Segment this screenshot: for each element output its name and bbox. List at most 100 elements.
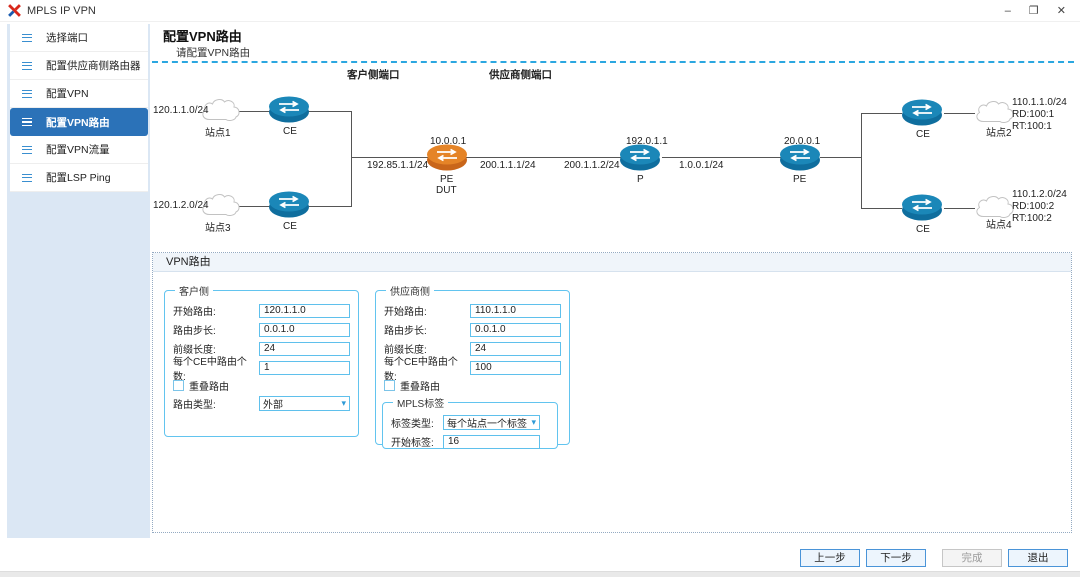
previous-step-button[interactable]: 上一步 bbox=[800, 549, 860, 567]
link-pe-p-right-label: 200.1.1.2/24 bbox=[564, 160, 620, 171]
customer-routes-per-ce-input[interactable] bbox=[259, 360, 350, 375]
start-route-label: 开始路由: bbox=[173, 307, 216, 318]
route-type-value: 外部 bbox=[263, 400, 283, 411]
link-line bbox=[308, 206, 352, 207]
sidebar-item-select-port[interactable]: 选择端口 bbox=[10, 24, 148, 52]
start-route-label: 开始路由: bbox=[384, 307, 427, 318]
link-line bbox=[228, 206, 272, 207]
link-line bbox=[944, 113, 975, 114]
customer-port-label: 客户侧端口 bbox=[347, 69, 400, 81]
window-controls: – ❐ ✕ bbox=[1005, 0, 1072, 22]
route-step-label: 路由步长: bbox=[173, 326, 216, 337]
site4-network: 110.1.2.0/24 bbox=[1012, 189, 1067, 200]
sidebar-item-label: 配置VPN流量 bbox=[46, 144, 110, 156]
provider-side-group: 供应商侧 开始路由: 路由步长: 前缀长度: 每个CE中路由个数: 重叠路由 bbox=[375, 283, 570, 449]
site4-rd: RD:100:2 bbox=[1012, 201, 1055, 212]
ce4-router-icon bbox=[902, 194, 942, 221]
prefix-length-label: 前缀长度: bbox=[384, 345, 427, 356]
pe-right-router-icon bbox=[780, 144, 820, 171]
label-type-select[interactable]: 每个站点一个标签 ▾ bbox=[443, 415, 540, 430]
sidebar-item-label: 配置VPN路由 bbox=[46, 116, 110, 129]
pe-dut-sublabel: DUT bbox=[436, 185, 457, 196]
ce2-router-icon bbox=[902, 99, 942, 126]
vpn-route-panel: VPN路由 客户侧 开始路由: 路由步长: 前缀长度: 每个CE中路由个数: 重 bbox=[152, 252, 1072, 533]
site2-network: 110.1.1.0/24 bbox=[1012, 97, 1067, 108]
provider-side-legend: 供应商侧 bbox=[390, 287, 430, 298]
menu-icon bbox=[22, 118, 32, 126]
link-ce-pe-label: 192.85.1.1/24 bbox=[367, 160, 429, 171]
sidebar-item-label: 配置VPN bbox=[46, 88, 89, 100]
site3-network: 120.1.2.0/24 bbox=[153, 200, 209, 211]
close-button[interactable]: ✕ bbox=[1056, 4, 1066, 17]
link-line bbox=[308, 111, 352, 112]
provider-start-route-input[interactable] bbox=[470, 303, 561, 318]
link-line bbox=[944, 208, 975, 209]
customer-start-route-input[interactable] bbox=[259, 303, 350, 318]
mpls-label-legend: MPLS标签 bbox=[397, 399, 445, 410]
page-subtitle: 请配置VPN路由 bbox=[176, 47, 251, 59]
link-line bbox=[861, 208, 902, 209]
provider-port-label: 供应商侧端口 bbox=[489, 69, 552, 81]
chevron-down-icon: ▾ bbox=[341, 398, 346, 408]
menu-icon bbox=[22, 89, 32, 98]
pe-dut-router-icon bbox=[427, 144, 467, 171]
customer-overlap-route-checkbox[interactable] bbox=[173, 380, 184, 391]
label-type-value: 每个站点一个标签 bbox=[447, 419, 527, 430]
p-node-ip: 192.0.1.1 bbox=[626, 136, 668, 147]
site3-name: 站点3 bbox=[205, 223, 231, 234]
link-line bbox=[861, 113, 902, 114]
start-label-label: 开始标签: bbox=[391, 438, 434, 449]
page-title: 配置VPN路由 bbox=[163, 29, 242, 44]
customer-route-step-input[interactable] bbox=[259, 322, 350, 337]
link-line bbox=[351, 111, 352, 207]
next-step-button[interactable]: 下一步 bbox=[866, 549, 926, 567]
provider-route-step-input[interactable] bbox=[470, 322, 561, 337]
sidebar-item-label: 配置供应商侧路由器 bbox=[46, 60, 141, 72]
ce3-label: CE bbox=[283, 221, 297, 232]
sidebar-item-lsp-ping[interactable]: 配置LSP Ping bbox=[10, 164, 148, 192]
link-line bbox=[351, 157, 429, 158]
ce1-router-icon bbox=[269, 96, 309, 123]
site2-cloud-icon bbox=[976, 101, 1014, 124]
ce2-label: CE bbox=[916, 129, 930, 140]
mpls-label-group: MPLS标签 标签类型: 每个站点一个标签 ▾ 开始标签: bbox=[382, 395, 558, 449]
sidebar-menu: 选择端口 配置供应商侧路由器 配置VPN 配置VPN路由 配置VPN流量 配置L… bbox=[10, 24, 148, 192]
sidebar-item-label: 配置LSP Ping bbox=[46, 172, 111, 184]
sidebar-item-vpn-traffic[interactable]: 配置VPN流量 bbox=[10, 136, 148, 164]
ce3-router-icon bbox=[269, 191, 309, 218]
overlap-route-label: 重叠路由 bbox=[400, 382, 440, 393]
route-type-label: 路由类型: bbox=[173, 400, 216, 411]
sidebar-item-configure-vpn[interactable]: 配置VPN bbox=[10, 80, 148, 108]
routes-per-ce-label: 每个CE中路由个数: bbox=[173, 356, 247, 383]
customer-prefix-length-input[interactable] bbox=[259, 341, 350, 356]
pe-right-label: PE bbox=[793, 174, 807, 185]
site4-cloud-icon bbox=[976, 196, 1014, 219]
menu-icon bbox=[22, 173, 32, 182]
site4-name: 站点4 bbox=[986, 220, 1012, 231]
menu-icon bbox=[22, 33, 32, 42]
customer-route-type-select[interactable]: 外部 ▾ bbox=[259, 396, 350, 411]
customer-side-group: 客户侧 开始路由: 路由步长: 前缀长度: 每个CE中路由个数: 重叠路由 bbox=[164, 283, 359, 437]
start-label-input[interactable] bbox=[443, 434, 540, 449]
window-title: MPLS IP VPN bbox=[27, 4, 96, 17]
overlap-route-label: 重叠路由 bbox=[189, 382, 229, 393]
panel-title: VPN路由 bbox=[153, 253, 1071, 272]
sidebar-item-provider-router[interactable]: 配置供应商侧路由器 bbox=[10, 52, 148, 80]
maximize-button[interactable]: ❐ bbox=[1028, 4, 1039, 17]
link-line bbox=[861, 113, 862, 209]
link-p-pe-label: 1.0.0.1/24 bbox=[679, 160, 724, 171]
exit-button[interactable]: 退出 bbox=[1008, 549, 1068, 567]
minimize-button[interactable]: – bbox=[1004, 4, 1011, 17]
prefix-length-label: 前缀长度: bbox=[173, 345, 216, 356]
provider-overlap-route-checkbox[interactable] bbox=[384, 380, 395, 391]
site1-cloud-icon bbox=[202, 99, 240, 122]
provider-routes-per-ce-input[interactable] bbox=[470, 360, 561, 375]
bottom-strip bbox=[0, 571, 1080, 577]
site2-name: 站点2 bbox=[986, 128, 1012, 139]
pe-dut-ip: 10.0.0.1 bbox=[430, 136, 467, 147]
provider-prefix-length-input[interactable] bbox=[470, 341, 561, 356]
link-line bbox=[228, 111, 272, 112]
finish-button[interactable]: 完成 bbox=[942, 549, 1002, 567]
sidebar-item-vpn-route[interactable]: 配置VPN路由 bbox=[10, 108, 148, 136]
